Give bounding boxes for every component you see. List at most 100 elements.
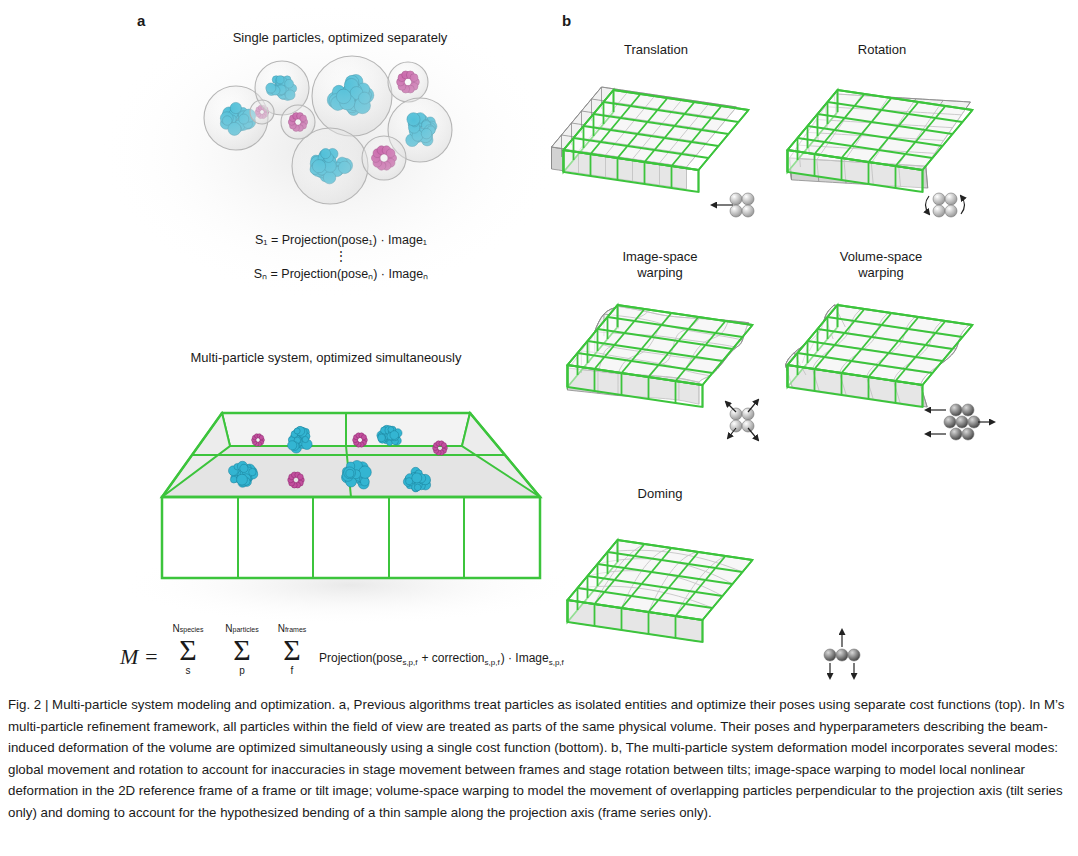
sum-index: f (291, 665, 294, 677)
panel-letter: a (137, 12, 145, 30)
sum-symbol: Σ (233, 635, 250, 665)
illustration-part (361, 477, 369, 485)
illustration-part (346, 469, 354, 477)
illustration-part (412, 473, 422, 483)
illustration-part (567, 600, 569, 622)
illustration-part (702, 620, 703, 642)
illustration-part (933, 205, 945, 217)
formula-group: NspeciesΣs (173, 623, 204, 677)
illustration-part (100, 0, 560, 300)
mode-label: Doming (638, 486, 683, 502)
illustration-part (587, 341, 589, 363)
illustration-part (895, 166, 897, 188)
illustration-part (577, 353, 579, 375)
equation: Sₙ = Projection(poseₙ) · Imageₙ (254, 267, 428, 282)
illustration-part (726, 402, 736, 412)
illustration-part (230, 476, 237, 483)
illustration-part (441, 443, 446, 448)
illustration-part (950, 404, 962, 416)
illustration-part (703, 325, 753, 385)
illustration-part (583, 126, 585, 148)
illustration-part (249, 468, 256, 475)
illustration-part (587, 576, 588, 598)
illustration-part (617, 540, 618, 562)
illustration-part (204, 56, 452, 204)
illustration-part (378, 434, 386, 442)
illustration-part (926, 166, 928, 188)
illustration-part (730, 193, 742, 205)
illustration-part (787, 150, 789, 172)
illustration-part (568, 305, 753, 407)
illustration-part (551, 147, 552, 169)
illustration-part (787, 150, 789, 172)
illustration-part (594, 369, 596, 391)
illustration-part (838, 305, 973, 325)
illustration-part (414, 484, 421, 491)
illustration-part (698, 170, 700, 192)
illustration-part (294, 428, 300, 434)
illustration-part (567, 365, 569, 387)
illustration-part (312, 56, 392, 136)
illustration-part (618, 305, 753, 325)
illustration-part (742, 420, 754, 432)
illustration-part (827, 102, 829, 124)
illustration-part (730, 205, 742, 217)
illustration-part (388, 497, 390, 578)
illustration-part (926, 409, 946, 410)
illustration-part (292, 128, 368, 204)
illustration-part (648, 377, 650, 399)
illustration-part (748, 428, 758, 440)
illustration-part (945, 193, 957, 205)
mode-label: Translation (624, 42, 688, 58)
subscript: s,p,f (485, 658, 500, 668)
illustration-part (587, 576, 589, 598)
illustration-part (288, 441, 297, 450)
sum-limit: N (278, 623, 285, 635)
illustration-part (807, 341, 809, 363)
illustration-part (824, 649, 836, 661)
illustration-part (593, 114, 595, 136)
mode-label: Rotation (858, 42, 906, 58)
illustration-part (621, 608, 622, 630)
illustration-part (344, 467, 356, 479)
illustration-part (552, 87, 749, 192)
illustration-part (594, 604, 596, 626)
subscript: particles (233, 626, 259, 634)
illustration-part (787, 365, 789, 387)
panel-letter: b (562, 12, 571, 30)
illustration-part (922, 170, 924, 192)
illustration-part (841, 373, 843, 395)
illustration-part (837, 90, 839, 112)
mode-label: Image-space warping (610, 249, 710, 280)
illustration-part (597, 564, 599, 586)
illustration-part (838, 90, 973, 110)
illustration-part (923, 325, 973, 385)
illustration-part (162, 413, 540, 578)
illustration-part (962, 428, 974, 440)
illustration-part (162, 413, 540, 497)
illustration-part (956, 416, 968, 428)
illustration-part (621, 608, 623, 630)
illustration-part (841, 158, 843, 180)
illustration-part (361, 435, 366, 440)
formula-group: Projection(poses,p,f+ corrections,p,f) ·… (318, 651, 564, 665)
sum-index: s (186, 665, 191, 677)
illustration-part (712, 193, 994, 678)
illustration-part (362, 136, 406, 180)
illustration-part (895, 381, 897, 403)
illustration-part (848, 649, 860, 661)
illustration-part (730, 420, 742, 432)
equation-term: ) · Image (501, 651, 549, 665)
illustration-part (281, 105, 315, 139)
illustration-part (250, 100, 274, 124)
panel-title: Single particles, optimized separately (233, 30, 448, 46)
formula-group: Nparticles (225, 623, 258, 635)
illustration-part (868, 162, 870, 184)
sum-symbol: Σ (179, 635, 196, 665)
illustration-part (817, 114, 819, 136)
illustration-part (837, 305, 839, 327)
illustration-part (390, 431, 399, 440)
subscript: s,p,f (549, 658, 564, 668)
formula-group: Nframes (278, 623, 307, 635)
